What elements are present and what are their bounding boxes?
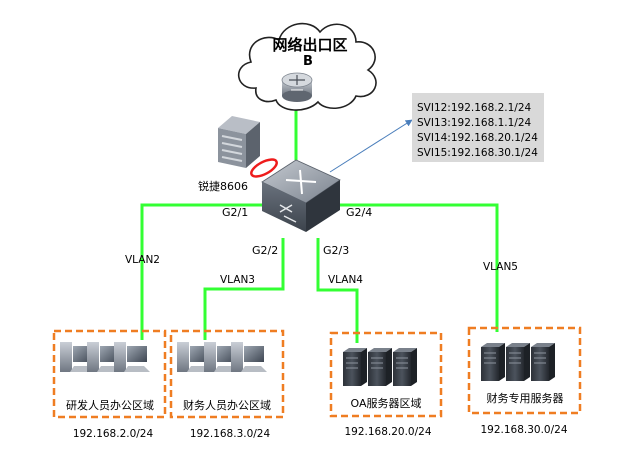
vlan-label-4: VLAN4 — [328, 274, 363, 286]
svi-line-1: SVI12:192.168.2.1/24 — [417, 102, 532, 114]
pc-icon — [114, 342, 150, 372]
svi-box: SVI12:192.168.2.1/24 SVI13:192.168.1.1/2… — [412, 93, 544, 162]
zone-subnet-rd: 192.168.2.0/24 — [73, 428, 154, 440]
firewall-icon — [218, 116, 260, 168]
zone-finance-servers-icons — [481, 343, 555, 381]
zone-finance-office-pcs — [177, 342, 267, 372]
zone-box-oa-servers — [329, 331, 443, 418]
link-g2-4-vlan5 — [332, 203, 499, 332]
links — [140, 108, 499, 343]
core-switch-icon — [261, 159, 341, 232]
zone-box-rd — [52, 329, 167, 419]
zone-oa-servers-icons — [343, 348, 417, 386]
server-icon — [506, 343, 530, 381]
firewall-attach-ring — [250, 158, 278, 178]
svi-line-3: SVI14:192.168.20.1/24 — [417, 132, 538, 144]
vlan-label-2: VLAN2 — [125, 254, 160, 266]
vlan-label-3: VLAN3 — [220, 274, 255, 286]
vlan-label-5: VLAN5 — [483, 261, 518, 273]
svi-pointer-arrow — [329, 119, 413, 173]
server-icon — [343, 348, 367, 386]
server-icon — [531, 343, 555, 381]
zone-box-finance-office — [169, 329, 285, 419]
zone-subnet-finance-servers: 192.168.30.0/24 — [480, 424, 567, 436]
port-label-g2-1: G2/1 — [222, 206, 248, 219]
pc-icon — [177, 342, 213, 372]
core-switch-label: 锐捷8606 — [198, 179, 248, 193]
link-g2-2-vlan3 — [203, 238, 285, 340]
zone-subnet-oa-servers: 192.168.20.0/24 — [344, 426, 431, 438]
link-g2-3-vlan4 — [316, 238, 359, 343]
zone-rd-pcs — [60, 342, 150, 372]
port-label-g2-3: G2/3 — [323, 244, 349, 257]
server-icon — [393, 348, 417, 386]
pc-icon — [231, 342, 267, 372]
svi-line-4: SVI15:192.168.30.1/24 — [417, 147, 538, 159]
server-icon — [481, 343, 505, 381]
zone-name-finance-servers: 财务专用服务器 — [487, 391, 564, 405]
zone-name-rd: 研发人员办公区域 — [66, 398, 154, 412]
port-label-g2-2: G2/2 — [252, 244, 278, 257]
cloud-title: 网络出口区 — [272, 36, 347, 54]
port-label-g2-4: G2/4 — [346, 206, 372, 219]
cloud-shape — [238, 22, 377, 111]
cloud-subtitle: B — [303, 54, 313, 69]
zone-subnet-finance-office: 192.168.3.0/24 — [190, 428, 271, 440]
zone-box-finance-servers — [467, 326, 582, 415]
link-g2-1-vlan2 — [140, 203, 262, 340]
egress-cloud: 网络出口区 B — [238, 22, 377, 111]
server-icon — [368, 348, 392, 386]
zone-name-finance-office: 财务人员办公区域 — [183, 398, 271, 412]
egress-router-icon — [281, 72, 313, 102]
svi-line-2: SVI13:192.168.1.1/24 — [417, 117, 532, 129]
zone-name-oa-servers: OA服务器区域 — [351, 397, 422, 410]
